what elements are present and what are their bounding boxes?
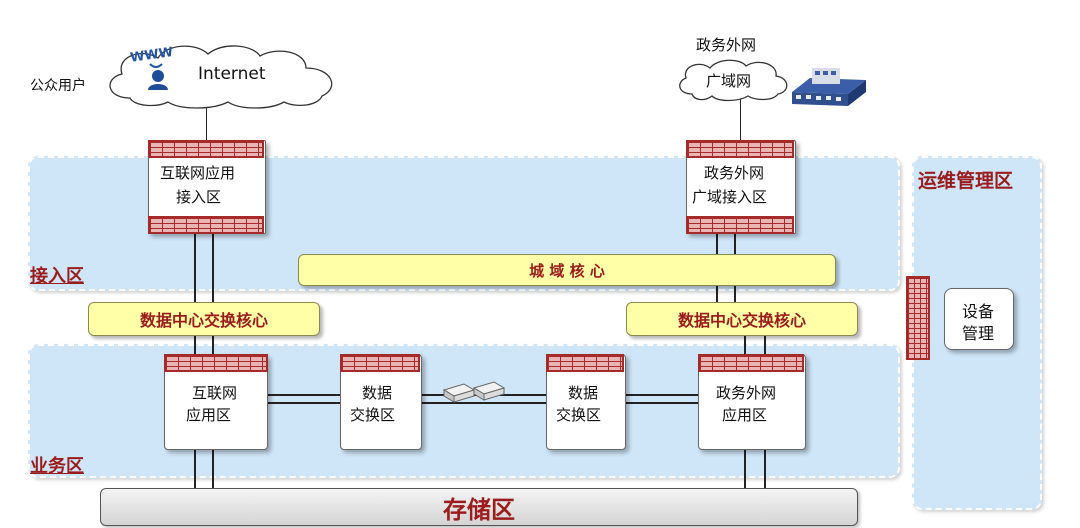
- wire-h1-b: [266, 402, 342, 404]
- gov-app-line2: 应用区: [722, 406, 768, 424]
- device-mgmt-node[interactable]: [944, 288, 1014, 350]
- data-exchange-right-line2: 交换区: [556, 406, 602, 424]
- gov-access-line1: 政务外网: [704, 164, 765, 182]
- storage-bar[interactable]: 存储区: [100, 488, 858, 526]
- wire-h3-b: [624, 402, 700, 404]
- internet-app-line1: 互联网: [192, 384, 238, 402]
- firewall-icon: [546, 354, 624, 372]
- wan-cloud: [679, 59, 788, 102]
- firewall-icon: [148, 140, 264, 158]
- gov-access-line2: 广域接入区: [692, 188, 768, 206]
- data-exchange-left-line2: 交换区: [350, 406, 396, 424]
- metro-core-bar[interactable]: 城 域 核 心: [298, 254, 836, 286]
- wan-cloud-label: 广域网: [706, 72, 752, 90]
- wire-h3-a: [624, 394, 700, 396]
- building-icon: [792, 68, 866, 106]
- wire-h1-a: [266, 394, 342, 396]
- firewall-icon: [686, 216, 794, 234]
- www-icon: WWW: [129, 45, 174, 90]
- internet-app-line2: 应用区: [186, 406, 232, 424]
- internet-access-line1: 互联网应用: [160, 164, 236, 182]
- data-exchange-right-line1: 数据: [568, 384, 599, 402]
- business-zone-label: 业务区: [30, 456, 84, 477]
- internet-cloud-label: Internet: [198, 64, 266, 84]
- storage-label: 存储区: [443, 495, 515, 524]
- device-mgmt-line2: 管理: [962, 324, 995, 343]
- data-exchange-left-line1: 数据: [362, 384, 393, 402]
- internet-cloud: [109, 45, 333, 109]
- firewall-icon: [906, 276, 930, 360]
- firewall-icon: [686, 140, 794, 158]
- device-mgmt-line1: 设备: [962, 302, 995, 321]
- firewall-icon: [164, 354, 268, 372]
- firewall-icon: [698, 354, 804, 372]
- gateway-device-icon: [442, 381, 506, 403]
- wire-internet-down: [206, 108, 207, 140]
- firewall-icon: [148, 216, 264, 234]
- gov-app-line1: 政务外网: [716, 384, 777, 402]
- firewall-icon: [340, 354, 420, 372]
- dc-core-right[interactable]: 数据中心交换核心: [626, 302, 858, 336]
- access-zone-label: 接入区: [30, 266, 84, 287]
- ops-zone-label: 运维管理区: [918, 170, 1014, 192]
- wire-h2-b: [420, 402, 548, 404]
- wire-gov-down: [740, 98, 741, 140]
- public-users-label: 公众用户: [30, 78, 86, 94]
- internet-access-line2: 接入区: [176, 188, 222, 206]
- svg-text:WWW: WWW: [129, 45, 174, 66]
- gov-external-title: 政务外网: [696, 36, 757, 54]
- dc-core-left[interactable]: 数据中心交换核心: [88, 302, 320, 336]
